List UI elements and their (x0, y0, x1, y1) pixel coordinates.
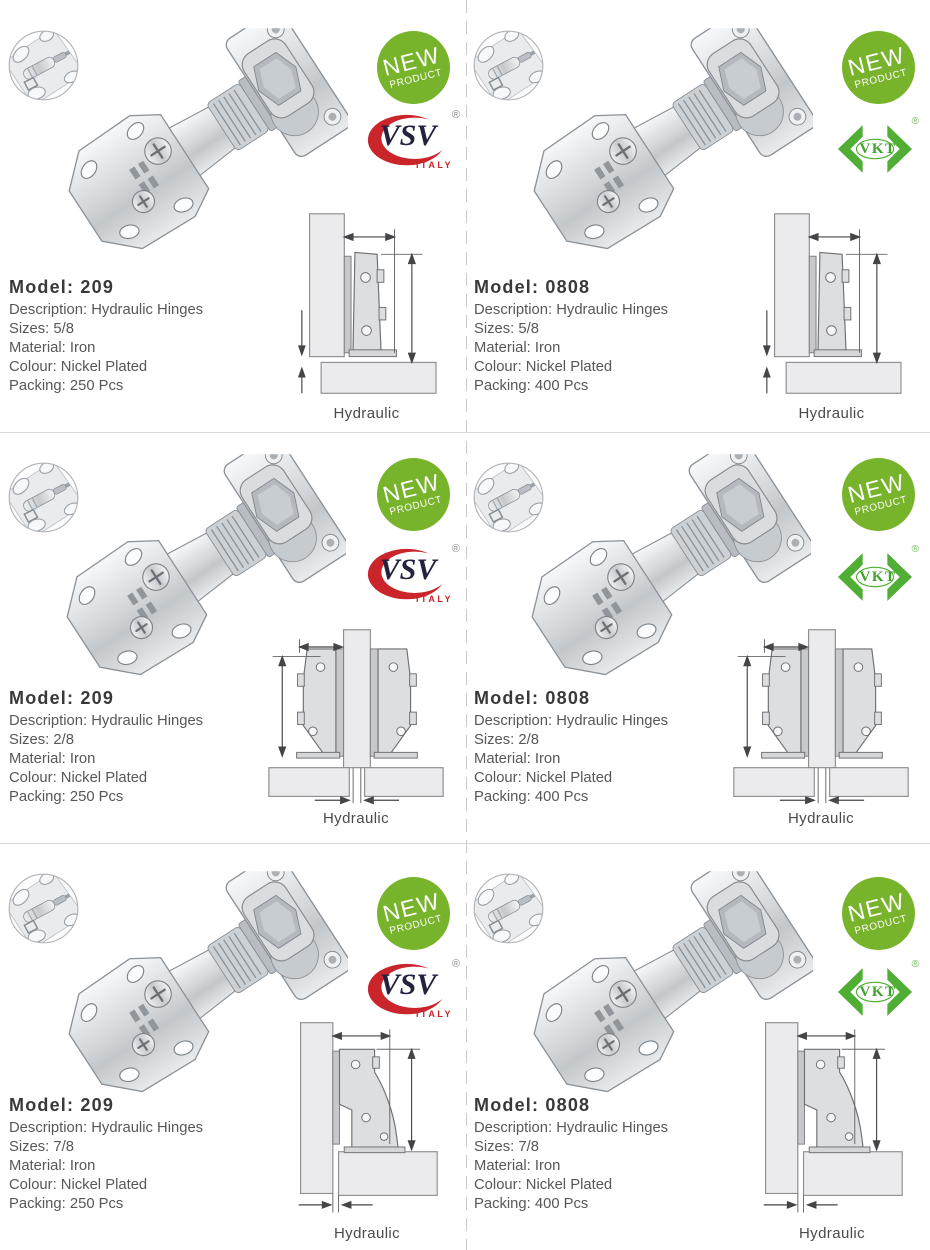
installation-diagram: Hydraulic (759, 208, 904, 422)
installation-diagram: Hydraulic (756, 1017, 908, 1242)
registered-mark-icon: ® (911, 116, 919, 127)
model-title: Model: 0808 (474, 277, 591, 297)
vkt-diamond-icon (837, 553, 913, 601)
spec-sizes: Sizes: 5/8 (474, 321, 539, 337)
row-divider (0, 843, 930, 844)
vkt-logo: VKT ® (835, 116, 919, 176)
diagram-caption: Hydraulic (333, 405, 400, 422)
diagram-caption: Hydraulic (333, 1225, 401, 1242)
spec-sizes: Sizes: 2/8 (9, 732, 74, 748)
row-divider (0, 432, 930, 433)
spec-description: Description: Hydraulic Hinges (474, 1120, 669, 1136)
spec-packing: Packing: 400 Pcs (474, 1196, 589, 1212)
spec-sizes: Sizes: 2/8 (474, 732, 539, 748)
spec-colour: Colour: Nickel Plated (474, 1177, 613, 1193)
column-divider (466, 0, 467, 1250)
model-title: Model: 0808 (474, 688, 591, 708)
spec-description: Description: Hydraulic Hinges (474, 713, 669, 729)
vsv-swoosh-icon (367, 114, 448, 166)
product-specs: Model: 0808 Description: Hydraulic Hinge… (474, 1095, 668, 1214)
vsv-logo: VSV ® ITALY (367, 543, 461, 606)
model-title: Model: 209 (9, 1095, 115, 1115)
vsv-logo-text: VSV (379, 968, 437, 1001)
spec-material: Material: Iron (9, 1158, 96, 1174)
vkt-diamond-icon (837, 968, 913, 1016)
spec-packing: Packing: 400 Pcs (474, 789, 589, 805)
registered-mark-icon: ® (911, 959, 919, 970)
spec-material: Material: Iron (474, 340, 561, 356)
model-title: Model: 0808 (474, 1095, 591, 1115)
vkt-logo: VKT ® (835, 959, 919, 1019)
vsv-logo-text: VSV (379, 119, 437, 152)
vsv-logo-text: VSV (379, 553, 437, 586)
vsv-country-text: ITALY (415, 594, 453, 604)
installation-diagram: Hydraulic (291, 1017, 443, 1242)
registered-mark-icon: ® (451, 958, 460, 970)
diagram-caption: Hydraulic (322, 810, 390, 827)
spec-sizes: Sizes: 7/8 (474, 1139, 539, 1155)
vkt-logo-text: VKT (859, 140, 897, 157)
spec-material: Material: Iron (474, 751, 561, 767)
product-specs: Model: 209 Description: Hydraulic Hinges… (9, 277, 203, 396)
spec-material: Material: Iron (9, 340, 96, 356)
vkt-logo-text: VKT (859, 568, 897, 585)
vsv-logo: VSV ® ITALY (367, 109, 461, 172)
spec-colour: Colour: Nickel Plated (474, 359, 613, 375)
spec-description: Description: Hydraulic Hinges (9, 1120, 204, 1136)
spec-material: Material: Iron (474, 1158, 561, 1174)
installation-diagram: Hydraulic (294, 208, 439, 422)
product-specs: Model: 209 Description: Hydraulic Hinges… (9, 1095, 203, 1214)
spec-description: Description: Hydraulic Hinges (9, 713, 204, 729)
spec-colour: Colour: Nickel Plated (9, 1177, 148, 1193)
vsv-logo: VSV ® ITALY (367, 958, 461, 1021)
spec-colour: Colour: Nickel Plated (474, 770, 613, 786)
registered-mark-icon: ® (451, 543, 460, 555)
vkt-diamond-icon (837, 125, 913, 173)
spec-packing: Packing: 250 Pcs (9, 1196, 124, 1212)
product-specs: Model: 0808 Description: Hydraulic Hinge… (474, 688, 668, 807)
spec-packing: Packing: 250 Pcs (9, 789, 124, 805)
registered-mark-icon: ® (451, 109, 460, 121)
diagram-caption: Hydraulic (798, 405, 865, 422)
spec-colour: Colour: Nickel Plated (9, 770, 148, 786)
spec-material: Material: Iron (9, 751, 96, 767)
spec-packing: Packing: 250 Pcs (9, 378, 124, 394)
spec-description: Description: Hydraulic Hinges (9, 302, 204, 318)
registered-mark-icon: ® (911, 544, 919, 555)
product-specs: Model: 0808 Description: Hydraulic Hinge… (474, 277, 668, 396)
installation-diagram: Hydraulic (265, 624, 447, 827)
spec-sizes: Sizes: 7/8 (9, 1139, 74, 1155)
spec-packing: Packing: 400 Pcs (474, 378, 589, 394)
diagram-caption: Hydraulic (798, 1225, 866, 1242)
vsv-country-text: ITALY (415, 1009, 453, 1019)
model-title: Model: 209 (9, 688, 115, 708)
spec-colour: Colour: Nickel Plated (9, 359, 148, 375)
diagram-caption: Hydraulic (787, 810, 855, 827)
vsv-swoosh-icon (367, 963, 448, 1015)
spec-sizes: Sizes: 5/8 (9, 321, 74, 337)
vsv-country-text: ITALY (415, 160, 453, 170)
vkt-logo: VKT ® (835, 544, 919, 604)
model-title: Model: 209 (9, 277, 115, 297)
vsv-swoosh-icon (367, 548, 448, 600)
spec-description: Description: Hydraulic Hinges (474, 302, 669, 318)
product-specs: Model: 209 Description: Hydraulic Hinges… (9, 688, 203, 807)
installation-diagram: Hydraulic (730, 624, 912, 827)
vkt-logo-text: VKT (859, 983, 897, 1000)
